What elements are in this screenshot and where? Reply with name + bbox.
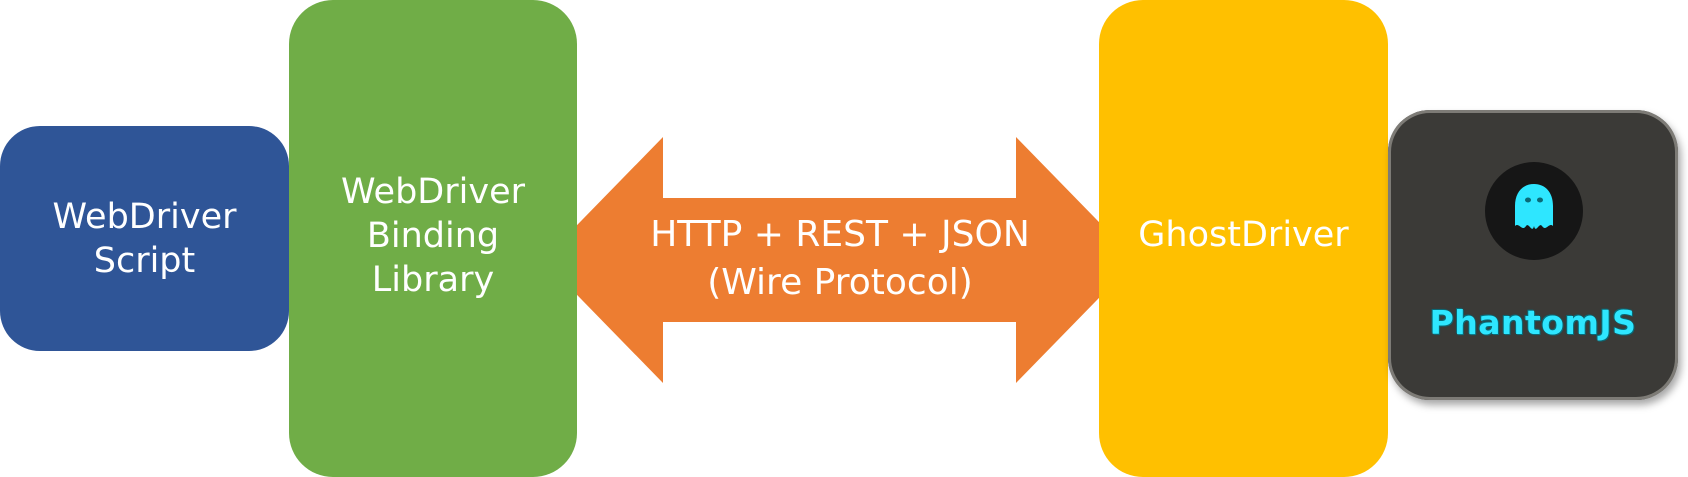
webdriver-binding-library-label: WebDriver Binding Library	[340, 172, 525, 300]
ghost-icon	[1485, 162, 1583, 260]
wire-protocol-label: HTTP + REST + JSON (Wire Protocol)	[640, 211, 1040, 307]
phantomjs-logo: PhantomJS	[1388, 110, 1678, 400]
webdriver-binding-library-node: WebDriver Binding Library	[289, 0, 577, 477]
ghostdriver-node: GhostDriver	[1099, 0, 1388, 477]
ghostdriver-label: GhostDriver	[1138, 215, 1349, 255]
protocol-line-1: HTTP + REST + JSON	[650, 214, 1030, 255]
protocol-line-2: (Wire Protocol)	[707, 262, 973, 303]
phantomjs-label: PhantomJS	[1429, 303, 1637, 342]
webdriver-script-node: WebDriver Script	[0, 126, 289, 351]
webdriver-script-label: WebDriver Script	[52, 196, 237, 281]
